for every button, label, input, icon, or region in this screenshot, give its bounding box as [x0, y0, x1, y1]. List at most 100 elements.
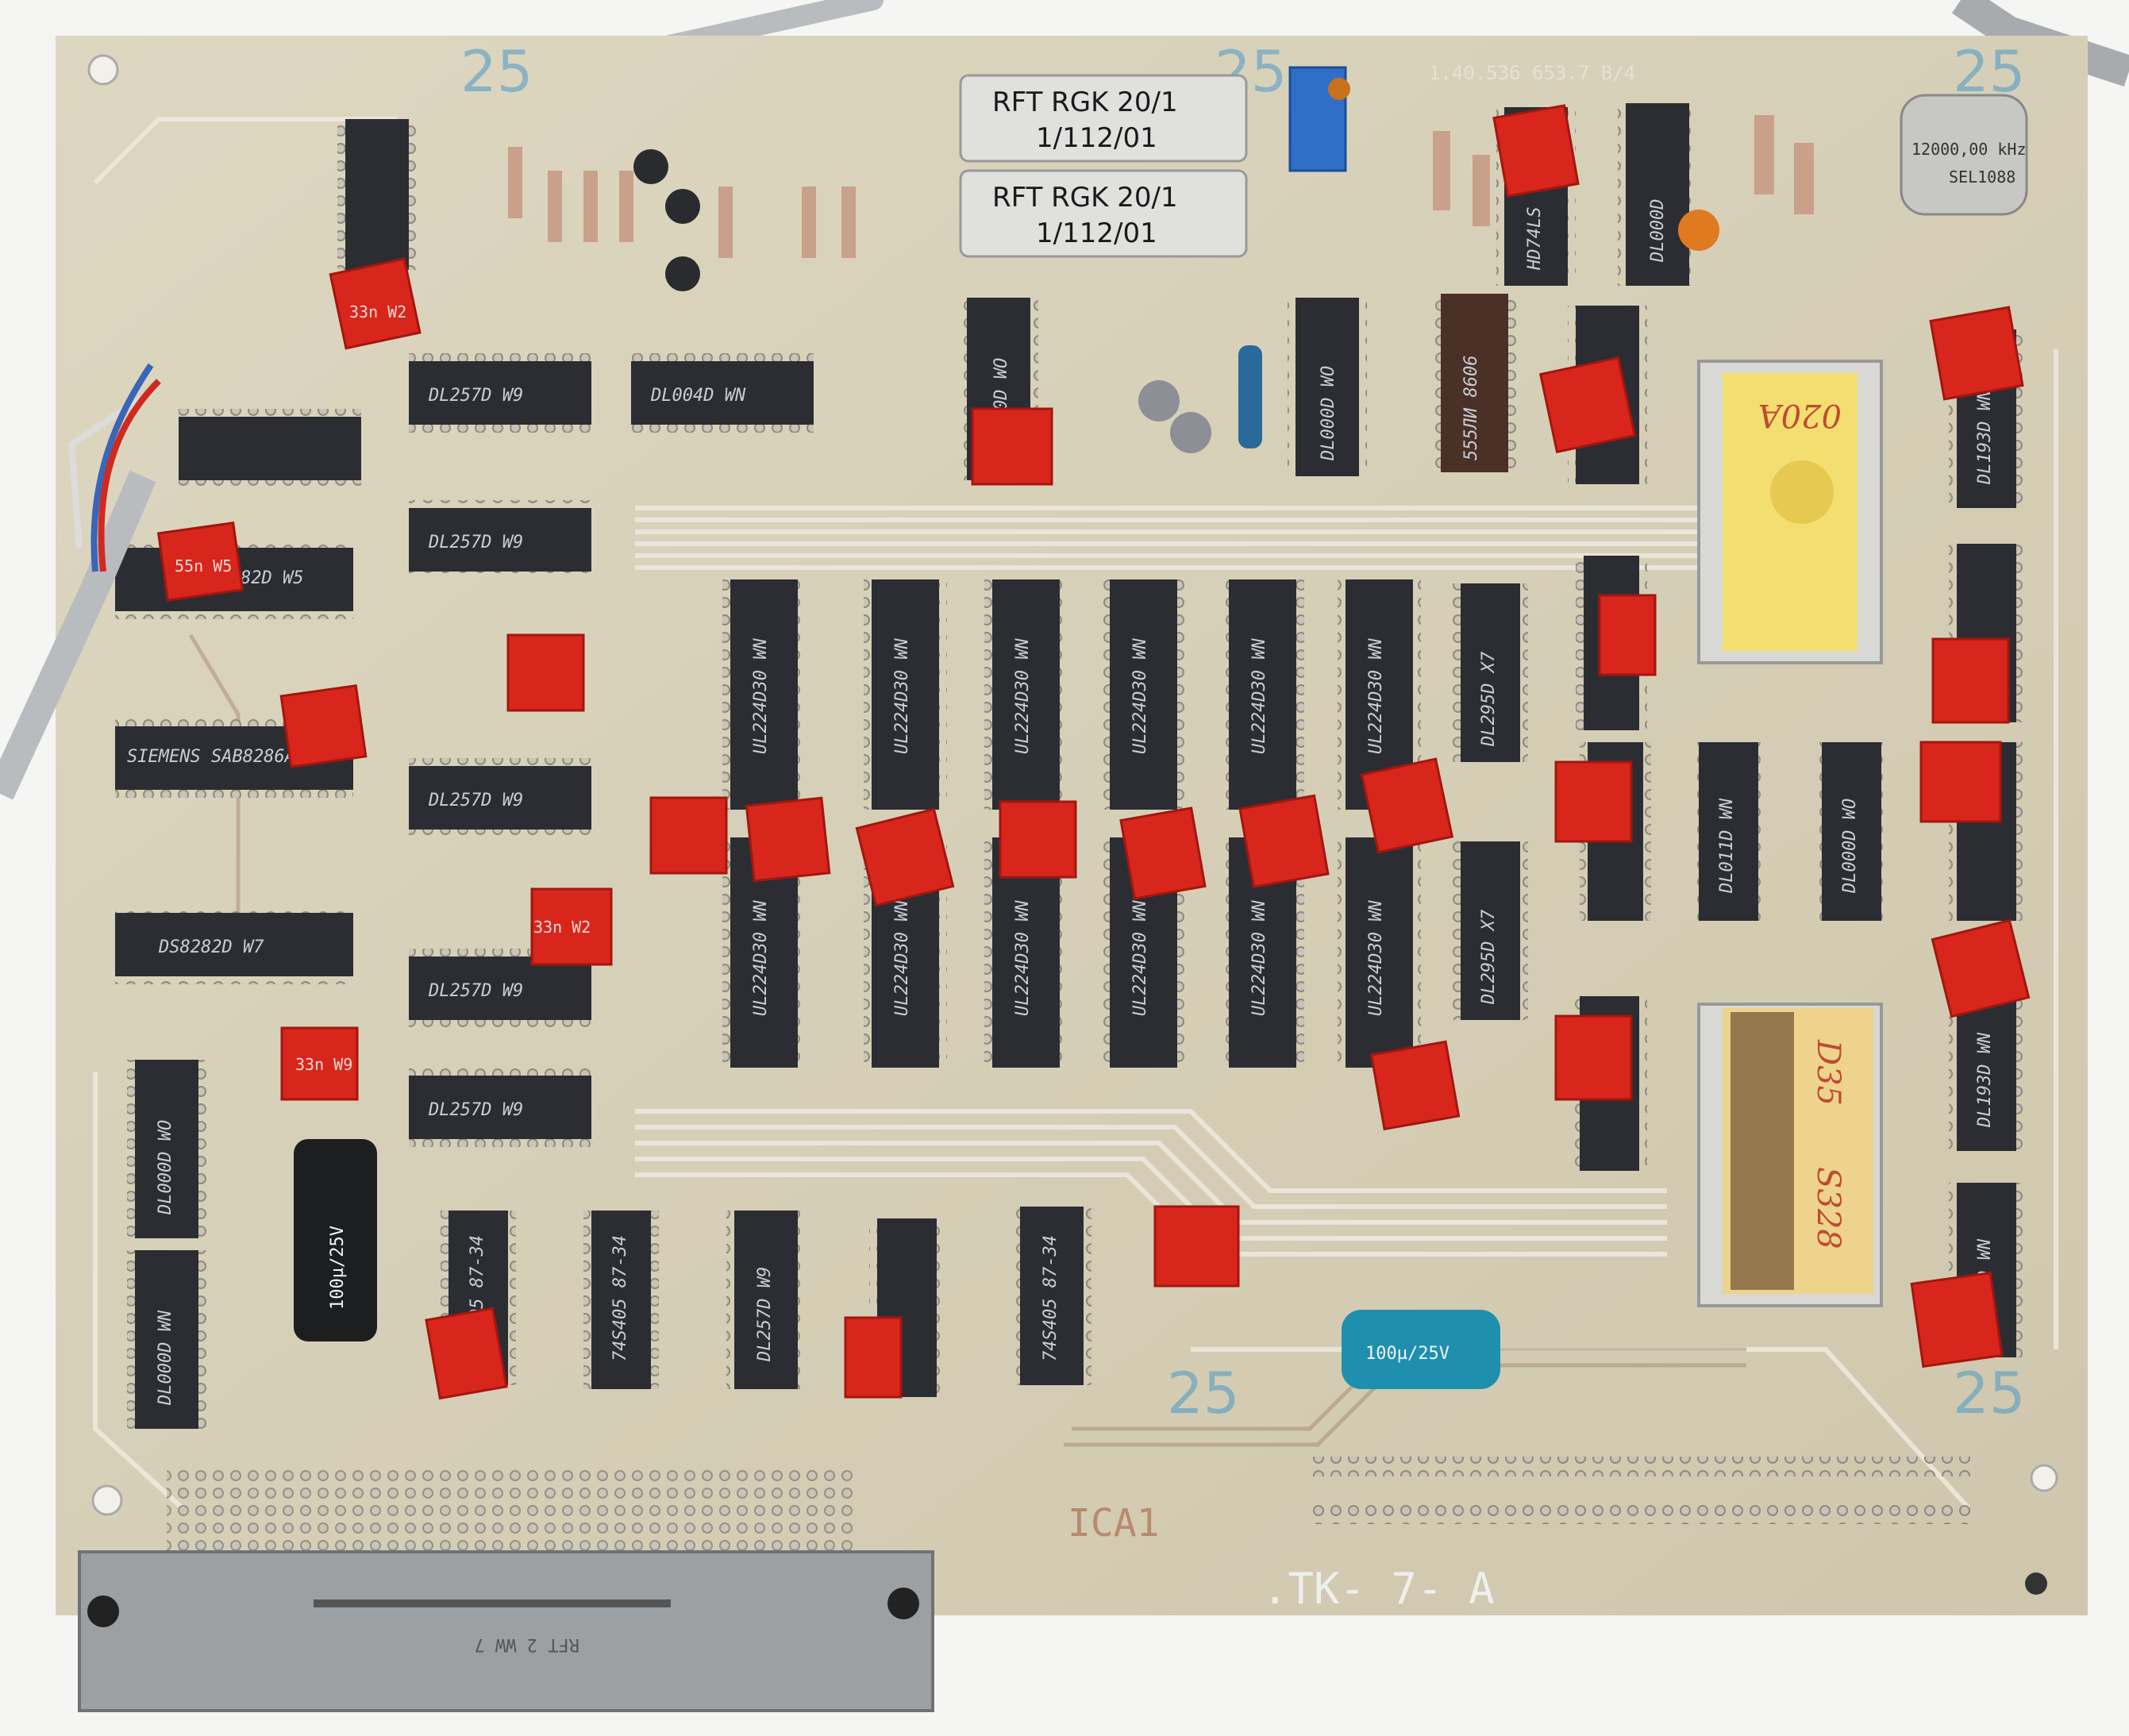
svg-text:DS8282D W7: DS8282D W7: [158, 937, 264, 957]
red-capacitors: [156, 104, 2031, 1400]
ic-chip: DL004D WN: [631, 353, 814, 433]
svg-text:RFT RGK 20/1: RFT RGK 20/1: [992, 87, 1178, 118]
ic-chip: DL257D W9: [409, 949, 591, 1028]
resistor-pack-2: RFT RGK 20/1 1/112/01: [959, 169, 1248, 258]
ic-chip: 74S405 87-34: [1012, 1207, 1091, 1385]
bottom-marking: .TK- 7- A: [1262, 1564, 1495, 1614]
ic-chip: DL295D X7: [1453, 583, 1528, 762]
eprom-label: S328: [1810, 1167, 1846, 1249]
ic-chip: DL257D W9: [409, 500, 591, 579]
red-capacitor: [506, 633, 585, 712]
red-capacitor: [1492, 104, 1580, 198]
svg-text:UL224D30 WN: UL224D30 WN: [1366, 900, 1386, 1016]
ic-chip: DL000D WN: [127, 1250, 206, 1429]
ic-chip: UL224D30 WN: [984, 579, 1068, 810]
eprom-label: D35: [1810, 1039, 1846, 1106]
svg-text:UL224D30 WN: UL224D30 WN: [1130, 638, 1150, 754]
red-capacitor: [844, 1316, 903, 1399]
ic-chip: [337, 119, 417, 270]
ic-chip: DS8282D W7: [115, 905, 353, 984]
eprom-label: 020A: [1758, 397, 1842, 433]
red-capacitor: [971, 407, 1053, 486]
red-capacitor: [279, 684, 368, 768]
ic-chip: UL224D30 WN: [722, 579, 806, 810]
ic-chip: DL000D WO: [1288, 298, 1367, 476]
svg-text:74S405 87-34: 74S405 87-34: [610, 1235, 630, 1361]
svg-text:DL257D W9: DL257D W9: [755, 1267, 775, 1362]
ic-chip: UL224D30 WN: [1102, 579, 1185, 810]
svg-text:DL295D X7: DL295D X7: [1479, 909, 1499, 1005]
svg-text:UL224D30 WN: UL224D30 WN: [1013, 900, 1033, 1016]
svg-text:RFT 2 WW 7: RFT 2 WW 7: [475, 1634, 579, 1654]
red-capacitor: [1910, 1271, 2004, 1368]
edge-connector: RFT 2 WW 7: [78, 1468, 934, 1712]
ic-chip: DL257D W9: [409, 1068, 591, 1147]
svg-text:100µ/25V: 100µ/25V: [1365, 1344, 1449, 1364]
svg-text:DL000D WN: DL000D WN: [156, 1310, 175, 1406]
wires-left: [0, 363, 161, 800]
red-capacitor: [1119, 806, 1207, 900]
svg-text:DL000D WO: DL000D WO: [1840, 799, 1860, 894]
red-capacitor: [1369, 1040, 1461, 1131]
ic-chip: DL000D WO: [127, 1060, 206, 1238]
board-marker: 25: [1953, 1360, 2026, 1426]
red-capacitor: [425, 1307, 508, 1400]
svg-text:100µ/25V: 100µ/25V: [328, 1226, 348, 1310]
grey-cable-top-right: [1951, 0, 2129, 87]
ic-chip: 555ЛИ 8606: [1433, 294, 1516, 472]
svg-text:UL224D30 WN: UL224D30 WN: [1013, 638, 1033, 754]
svg-text:SIEMENS SAB8286AP: SIEMENS SAB8286AP: [127, 747, 306, 767]
eprom-1: 020A: [1697, 360, 1883, 664]
red-cap-label: 33n W9: [295, 1055, 352, 1074]
ic-chip: 74S405 87-34: [583, 1211, 659, 1389]
svg-text:DL257D W9: DL257D W9: [428, 1100, 523, 1120]
svg-text:1/112/01: 1/112/01: [1036, 217, 1157, 249]
electrolytic-capacitor-blue: 100µ/25V: [1342, 1310, 1500, 1389]
svg-text:1/112/01: 1/112/01: [1036, 122, 1157, 154]
svg-text:555ЛИ 8606: 555ЛИ 8606: [1461, 356, 1481, 460]
svg-text:RFT RGK 20/1: RFT RGK 20/1: [992, 182, 1178, 214]
red-capacitor: [1598, 594, 1657, 676]
svg-text:DL257D W9: DL257D W9: [428, 981, 523, 1001]
ic-chip: DL011D WN: [1691, 742, 1766, 921]
ic-group-horizontal: DL257D W9 DL004D WN DS8282D W5 DL257D W9…: [115, 353, 814, 1147]
ic-chip: DL295D X7: [1453, 841, 1528, 1020]
ic-chip: DL000D WO: [1814, 742, 1889, 921]
red-capacitor: [1153, 1205, 1240, 1288]
board-marker: 25: [460, 38, 533, 105]
svg-text:UL224D30 WN: UL224D30 WN: [1130, 900, 1150, 1016]
red-capacitor: [855, 807, 955, 907]
svg-text:DL000D WO: DL000D WO: [1319, 366, 1338, 461]
red-capacitor: [1238, 794, 1330, 889]
svg-text:DL257D W9: DL257D W9: [428, 386, 523, 406]
svg-text:UL224D30 WN: UL224D30 WN: [1249, 638, 1269, 754]
svg-text:DL257D W9: DL257D W9: [428, 533, 523, 552]
red-capacitor: [1554, 760, 1633, 843]
board-part-number: 1.40.536 653.7 B/4: [1429, 62, 1635, 84]
ic-chip: [179, 409, 361, 488]
svg-text:UL224D30 WN: UL224D30 WN: [1366, 638, 1386, 754]
svg-text:UL224D30 WN: UL224D30 WN: [1249, 900, 1269, 1016]
svg-text:DL193D WN: DL193D WN: [1975, 1032, 1995, 1128]
electrolytic-capacitor-black: 100µ/25V: [294, 1139, 377, 1341]
red-capacitor: [1931, 637, 2010, 724]
pin-header: [1310, 1457, 1977, 1524]
red-cap-label: 33n W2: [349, 302, 406, 321]
board-marker: 25: [1953, 38, 2026, 105]
silkscreen-label: ICA1: [1068, 1501, 1160, 1545]
back-traces: [188, 633, 1746, 1447]
ic-chip: UL224D30 WN: [1338, 837, 1421, 1068]
svg-text:UL224D30 WN: UL224D30 WN: [751, 638, 771, 754]
red-capacitor: [999, 800, 1077, 879]
red-cap-label: 33n W2: [533, 918, 591, 937]
svg-text:DL193D WN: DL193D WN: [1975, 389, 1995, 485]
red-capacitor: [1538, 356, 1637, 454]
red-capacitor: [1929, 306, 2024, 401]
svg-text:DL000D WO: DL000D WO: [156, 1120, 175, 1215]
svg-text:74S405 87-34: 74S405 87-34: [1041, 1235, 1061, 1361]
ic-chip: DL257D W9: [726, 1211, 806, 1389]
board-marker: 25: [1167, 1360, 1240, 1426]
eprom-2: D35 S328: [1697, 1003, 1883, 1307]
